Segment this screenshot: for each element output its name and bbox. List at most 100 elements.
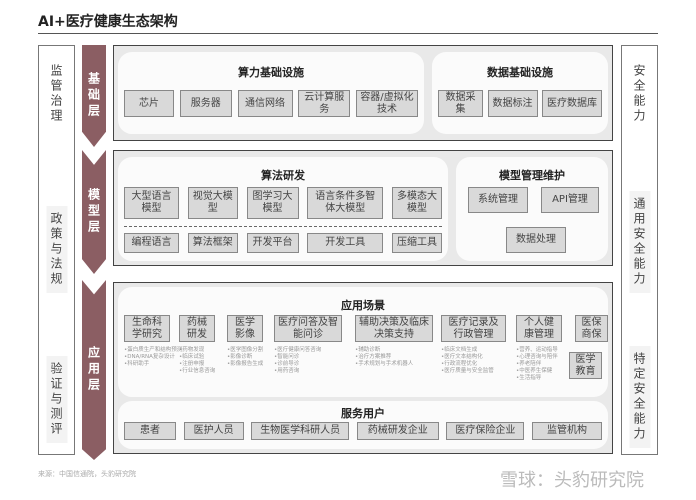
user-item-0: 患者 xyxy=(124,422,176,440)
compute-title: 算力基础设施 xyxy=(238,66,304,79)
data-infra-item-0: 数据采集 xyxy=(438,90,483,117)
app-scenario: 医疗记录及行政管理 •临床文档生成•医疗文本结构化•行政流程优化•医疗质量与安全监… xyxy=(441,315,511,375)
model-layer: 算法研发 大型语言模型视觉大模型图学习大模型语言条件多智体大模型多模态大模型 编… xyxy=(113,150,613,266)
security-label: 安全能力 xyxy=(632,64,646,124)
data-infra-panel: 数据基础设施 数据采集数据标注医疗数据库 xyxy=(432,52,608,134)
scenario-panel: 应用场景 生命科学研究 •蛋白质生产和结构预测•DNA/RNA复杂设计•科研助手 药… xyxy=(118,287,608,397)
model-item-2: 图学习大模型 xyxy=(246,187,299,219)
scenario-title: 应用场景 xyxy=(341,299,385,312)
app-bullet: •诊前导诊 xyxy=(274,361,300,367)
app-scenario-label: 辅助决策及临床决策支持 xyxy=(355,315,433,342)
tool-item-0: 编程语言 xyxy=(124,233,179,253)
mgmt-item-api: API管理 xyxy=(541,187,599,213)
compute-item-2: 通信网络 xyxy=(237,90,293,117)
policy-label: 政策与法规 xyxy=(46,206,67,293)
security-column: 安全能力 通用安全能力 特定安全能力 xyxy=(621,45,658,455)
user-item-4: 医疗保险企业 xyxy=(446,422,525,440)
watermark: 雪球：头豹研究院 xyxy=(500,470,644,491)
app-scenario: 个人健康管理 •营养、运动指导•心理咨询与陪伴•养老陪伴•中医养生保健•生活指导 xyxy=(516,315,586,382)
title-divider xyxy=(38,33,658,34)
app-bullet: •医疗质量与安全监管 xyxy=(441,368,494,374)
app-scenario: 医保商保 xyxy=(575,315,645,347)
app-scenario-label: 个人健康管理 xyxy=(516,315,562,342)
app-scenario: 医疗问答及智能问诊•医疗健康问答咨询•智能问诊•诊前导诊•用药咨询 xyxy=(274,315,344,375)
app-bullet: •临床试验 xyxy=(179,354,205,360)
app-scenario-label: 医疗问答及智能问诊 xyxy=(274,315,342,342)
app-bullet: •中医养生保健 xyxy=(516,368,553,374)
app-bullet: •营养、运动指导 xyxy=(516,347,558,353)
tool-item-4: 压缩工具 xyxy=(392,233,442,253)
layer-band-infrastructure: 基础层 xyxy=(82,45,106,147)
mgmt-item-system: 系统管理 xyxy=(468,187,528,213)
layer-band-application: 应用层 xyxy=(82,280,106,460)
users-title: 服务用户 xyxy=(341,407,385,420)
app-bullet: •智能问诊 xyxy=(274,354,300,360)
tool-item-1: 算法框架 xyxy=(187,233,238,253)
app-scenario: 药械研发 •药物发现•临床试验•注册申报•行业信息咨询 xyxy=(179,315,249,375)
app-scenario-label: 生命科学研究 xyxy=(124,315,170,342)
data-infra-title: 数据基础设施 xyxy=(487,66,553,79)
data-infra-item-2: 医疗数据库 xyxy=(542,90,602,117)
infrastructure-layer: 算力基础设施 芯片服务器通信网络云计算服务容器/虚拟化技术 数据基础设施 数据采… xyxy=(113,45,613,141)
app-bullet: •生活指导 xyxy=(516,375,542,381)
layer-band-model: 模型层 xyxy=(82,150,106,274)
validation-label: 验证与测评 xyxy=(46,356,67,443)
specific-security-label: 特定安全能力 xyxy=(629,346,650,448)
app-bullet: •医学图像分割 xyxy=(227,347,264,353)
application-layer: 应用场景 生命科学研究•蛋白质生产和结构预测•DNA/RNA复杂设计•科研助手药… xyxy=(113,282,613,454)
app-bullet: •行政流程优化 xyxy=(441,361,478,367)
app-scenario: 生命科学研究 •蛋白质生产和结构预测•DNA/RNA复杂设计•科研助手 xyxy=(124,315,194,368)
app-bullet: •手术规划与手术机器人 xyxy=(355,361,414,367)
app-bullet: •影像报告生成 xyxy=(227,361,264,367)
app-scenario-label: 药械研发 xyxy=(179,315,215,342)
app-bullet: •DNA/RNA复杂设计 xyxy=(124,354,175,360)
page-title: AI+医疗健康生态架构 xyxy=(38,14,178,30)
app-bullet: •养老陪伴 xyxy=(516,361,542,367)
compute-item-0: 芯片 xyxy=(124,90,174,117)
model-mgmt-title: 模型管理维护 xyxy=(499,169,565,182)
app-scenario-label: 医保商保 xyxy=(575,315,608,342)
tool-item-3: 开发工具 xyxy=(307,233,384,253)
model-item-3: 语言条件多智体大模型 xyxy=(307,187,384,219)
algorithm-panel: 算法研发 大型语言模型视觉大模型图学习大模型语言条件多智体大模型多模态大模型 编… xyxy=(118,157,448,261)
app-bullet: •临床文档生成 xyxy=(441,347,478,353)
app-bullet: •科研助手 xyxy=(124,361,150,367)
app-bullet: •治疗方案推荐 xyxy=(355,354,392,360)
governance-column: 监管治理 政策与法规 验证与测评 xyxy=(38,45,75,455)
general-security-label: 通用安全能力 xyxy=(629,191,650,293)
app-bullet: •医疗健康问答咨询 xyxy=(274,347,322,353)
user-item-2: 生物医学科研人员 xyxy=(251,422,350,440)
app-bullet: •医疗文本结构化 xyxy=(441,354,483,360)
app-scenario-label: 医学影像 xyxy=(227,315,263,342)
compute-item-4: 容器/虚拟化技术 xyxy=(356,90,418,117)
user-item-5: 监管机构 xyxy=(531,422,602,440)
compute-item-1: 服务器 xyxy=(179,90,232,117)
source-note: 来源：中国信通院，头豹研究院 xyxy=(38,470,136,478)
app-scenario-label: 医疗记录及行政管理 xyxy=(441,315,506,342)
tool-item-2: 开发平台 xyxy=(246,233,299,253)
app-bullet: •辅助诊断 xyxy=(355,347,381,353)
compute-item-3: 云计算服务 xyxy=(298,90,351,117)
model-mgmt-panel: 模型管理维护 系统管理 API管理 数据处理 xyxy=(456,157,608,261)
app-bullet: •心理咨询与陪伴 xyxy=(516,354,558,360)
model-item-4: 多模态大模型 xyxy=(392,187,442,219)
app-bullet: •蛋白质生产和结构预测 xyxy=(124,347,183,353)
app-scenario: 医学影像 •医学图像分割•影像诊断•影像报告生成 xyxy=(227,315,297,368)
model-item-0: 大型语言模型 xyxy=(124,187,179,219)
compute-panel: 算力基础设施 芯片服务器通信网络云计算服务容器/虚拟化技术 xyxy=(118,52,424,134)
app-bullet: •药物发现 xyxy=(179,347,205,353)
app-bullet: •影像诊断 xyxy=(227,354,253,360)
model-item-1: 视觉大模型 xyxy=(187,187,238,219)
user-item-1: 医护人员 xyxy=(183,422,244,440)
users-panel: 服务用户 患者医护人员生物医学科研人员药械研发企业医疗保险企业监管机构 xyxy=(118,401,608,449)
user-item-3: 药械研发企业 xyxy=(356,422,439,440)
mgmt-item-data-processing: 数据处理 xyxy=(506,227,566,253)
app-scenario: 辅助决策及临床决策支持 •辅助诊断•治疗方案推荐•手术规划与手术机器人 xyxy=(355,315,433,368)
app-medical-education: 医学教育 xyxy=(569,352,602,379)
data-infra-item-1: 数据标注 xyxy=(487,90,538,117)
app-bullet: •行业信息咨询 xyxy=(179,368,216,374)
governance-label: 监管治理 xyxy=(49,64,63,124)
algorithm-title: 算法研发 xyxy=(261,169,305,182)
dashed-divider xyxy=(124,226,442,227)
app-bullet: •注册申报 xyxy=(179,361,205,367)
